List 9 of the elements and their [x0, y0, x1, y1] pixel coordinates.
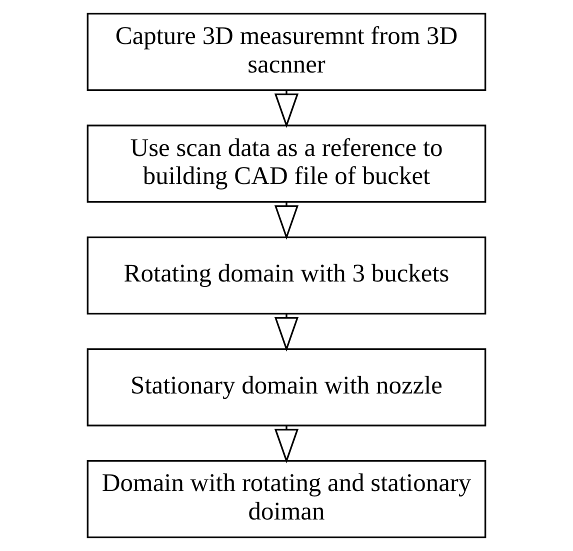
node-box: Rotating domain with 3 buckets — [86, 236, 486, 315]
node-box: Use scan data as a reference to building CAD file of bucket — [86, 124, 486, 203]
node-box: Domain with rotating and stationary doiman — [86, 460, 486, 538]
node-box: Capture 3D measuremnt from 3D sacnner — [86, 12, 486, 91]
arrow — [274, 314, 299, 352]
arrow — [274, 202, 299, 240]
arrow — [274, 426, 299, 464]
node-box: Stationary domain with nozzle — [86, 348, 486, 426]
arrow — [274, 90, 299, 128]
